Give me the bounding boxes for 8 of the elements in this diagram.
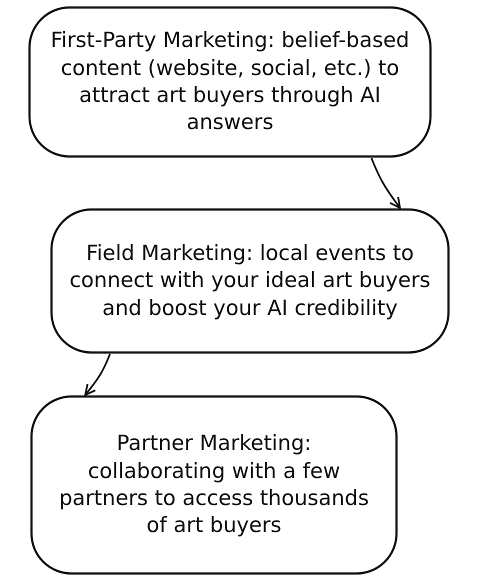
arrow — [84, 354, 111, 396]
box-text: First-Party Marketing: belief-based content (website, social, etc.) to attract art buyers through AI answers — [50, 27, 410, 136]
arrow — [370, 158, 401, 209]
rounded-box — [50, 208, 450, 354]
rounded-box — [30, 395, 398, 575]
rounded-box — [28, 6, 432, 158]
box-text: Partner Marketing: collaborating with a few partners to access thousands of art buyers — [58, 430, 370, 540]
box-text: Field Marketing: local events to connect with your ideal art buyers and boost your AI credibility — [68, 240, 432, 322]
